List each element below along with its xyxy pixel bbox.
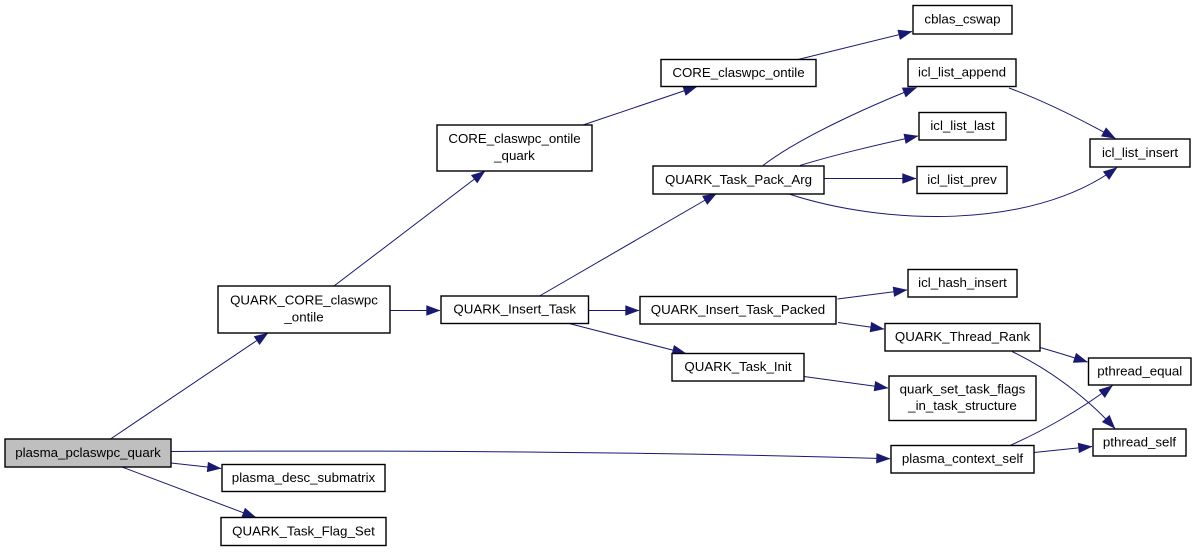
svg-text:QUARK_CORE_claswpc: QUARK_CORE_claswpc bbox=[230, 293, 378, 308]
svg-text:_ontile: _ontile bbox=[283, 309, 323, 324]
svg-text:QUARK_Task_Init: QUARK_Task_Init bbox=[684, 359, 791, 374]
svg-text:CORE_claswpc_ontile: CORE_claswpc_ontile bbox=[448, 131, 580, 146]
svg-text:icl_hash_insert: icl_hash_insert bbox=[918, 275, 1007, 290]
svg-text:_in_task_structure: _in_task_structure bbox=[907, 398, 1017, 413]
svg-text:quark_set_task_flags: quark_set_task_flags bbox=[900, 381, 1026, 396]
svg-text:QUARK_Insert_Task_Packed: QUARK_Insert_Task_Packed bbox=[651, 302, 825, 317]
svg-text:QUARK_Task_Pack_Arg: QUARK_Task_Pack_Arg bbox=[665, 172, 812, 187]
svg-text:CORE_claswpc_ontile: CORE_claswpc_ontile bbox=[672, 65, 804, 80]
svg-text:_quark: _quark bbox=[493, 148, 535, 163]
svg-text:plasma_pclaswpc_quark: plasma_pclaswpc_quark bbox=[15, 445, 161, 460]
svg-text:icl_list_last: icl_list_last bbox=[930, 118, 995, 133]
svg-text:icl_list_append: icl_list_append bbox=[918, 65, 1006, 80]
svg-text:cblas_cswap: cblas_cswap bbox=[924, 12, 1000, 27]
svg-text:QUARK_Thread_Rank: QUARK_Thread_Rank bbox=[895, 329, 1031, 344]
svg-text:plasma_context_self: plasma_context_self bbox=[902, 451, 1024, 466]
svg-text:pthread_self: pthread_self bbox=[1103, 434, 1176, 449]
svg-text:pthread_equal: pthread_equal bbox=[1097, 363, 1182, 378]
svg-text:icl_list_prev: icl_list_prev bbox=[927, 172, 997, 187]
svg-text:icl_list_insert: icl_list_insert bbox=[1102, 145, 1178, 160]
svg-text:QUARK_Insert_Task: QUARK_Insert_Task bbox=[453, 302, 576, 317]
svg-text:QUARK_Task_Flag_Set: QUARK_Task_Flag_Set bbox=[232, 523, 375, 538]
svg-text:plasma_desc_submatrix: plasma_desc_submatrix bbox=[232, 470, 376, 485]
